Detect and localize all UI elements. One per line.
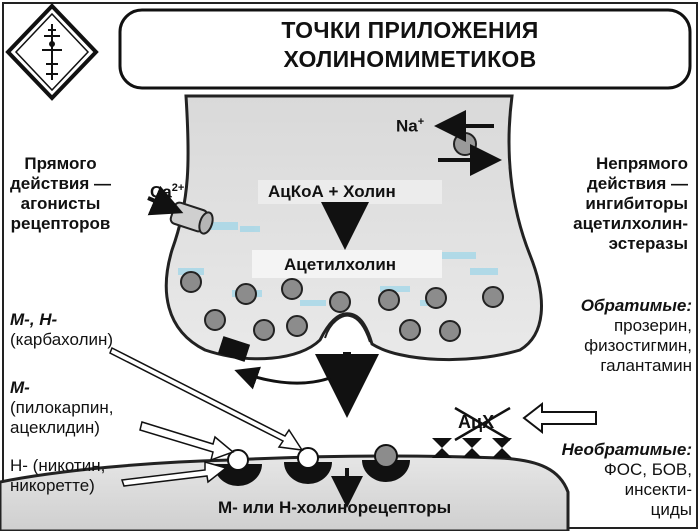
calcium-label: Ca2+	[150, 182, 185, 202]
ache-label: АцХ	[458, 412, 495, 432]
ache-cross	[454, 406, 511, 442]
acetylcholine-band	[252, 250, 442, 278]
irreversible-heading: Необратимые:	[561, 440, 692, 459]
receptors	[214, 460, 410, 486]
vesicle	[281, 278, 303, 300]
release-notch	[324, 314, 371, 343]
postsynaptic-membrane	[0, 454, 570, 531]
enzyme	[432, 438, 452, 458]
reuptake-transporter	[217, 336, 251, 362]
title-line-2: ХОЛИНОМИМЕТИКОВ	[283, 46, 537, 72]
irreversible-inhibitors: Необратимые: ФОС, БОВ, инсекти- циды	[520, 440, 692, 520]
receptors-label: М- или Н-холинорецепторы	[218, 498, 452, 517]
vesicle	[399, 319, 421, 341]
page-title: ТОЧКИ ПРИЛОЖЕНИЯ ХОЛИНОМИМЕТИКОВ	[150, 16, 670, 74]
agonist-molecule-n	[227, 449, 249, 471]
sodium-channel	[453, 132, 477, 156]
agonist-mn-label: М-, Н- (карбахолин)	[10, 310, 114, 349]
receptor	[284, 462, 332, 484]
agonist-n-label: Н- (никотин, никоретте)	[10, 456, 106, 495]
vesicle	[439, 320, 461, 342]
logo-diamond-icon	[5, 3, 99, 101]
vesicle	[204, 309, 226, 331]
indirect-action-label: Непрямого действия — ингибиторы ацетилхо…	[573, 154, 688, 253]
enzyme	[462, 438, 482, 458]
vesicle	[253, 319, 275, 341]
agonist-arrow-m	[139, 421, 235, 462]
enzyme	[492, 438, 512, 458]
sodium-charge: +	[417, 116, 425, 128]
vesicle	[329, 291, 351, 313]
vesicle	[235, 283, 257, 305]
agonist-m-label: М- (пилокарпин, ацеклидин)	[10, 378, 114, 437]
sodium-label: Na+	[396, 116, 425, 136]
vesicle	[378, 289, 400, 311]
calcium-channel	[169, 201, 214, 235]
reuptake-arrow	[234, 366, 331, 390]
synthesis-band	[258, 180, 442, 204]
inhibitor-arrow	[522, 401, 597, 435]
title-line-1: ТОЧКИ ПРИЛОЖЕНИЯ	[281, 17, 539, 43]
vesicle	[180, 271, 202, 293]
calcium-charge: 2+	[171, 182, 185, 194]
vesicle	[482, 286, 504, 308]
calcium-arrow	[147, 185, 184, 216]
agonist-arrow-n	[120, 461, 228, 487]
reversible-inhibitors: Обратимые: прозерин, физостигмин, галант…	[536, 296, 692, 376]
vesicle	[286, 315, 308, 337]
reversible-heading: Обратимые:	[580, 296, 692, 315]
direct-action-label: Прямого действия — агонисты рецепторов	[10, 154, 112, 233]
acetylcholine-bound	[374, 444, 398, 468]
ache-enzymes	[432, 438, 512, 458]
title-box	[118, 8, 692, 90]
agonist-molecule-m	[297, 447, 319, 469]
vesicle	[425, 287, 447, 309]
agonist-arrow-mn	[109, 346, 304, 451]
receptor	[362, 460, 410, 482]
receptor	[214, 464, 262, 486]
synthesis-reaction: АцКоА + Холин	[268, 182, 396, 201]
acetylcholine-label: Ацетилхолин	[284, 255, 397, 274]
vesicles	[180, 271, 504, 342]
